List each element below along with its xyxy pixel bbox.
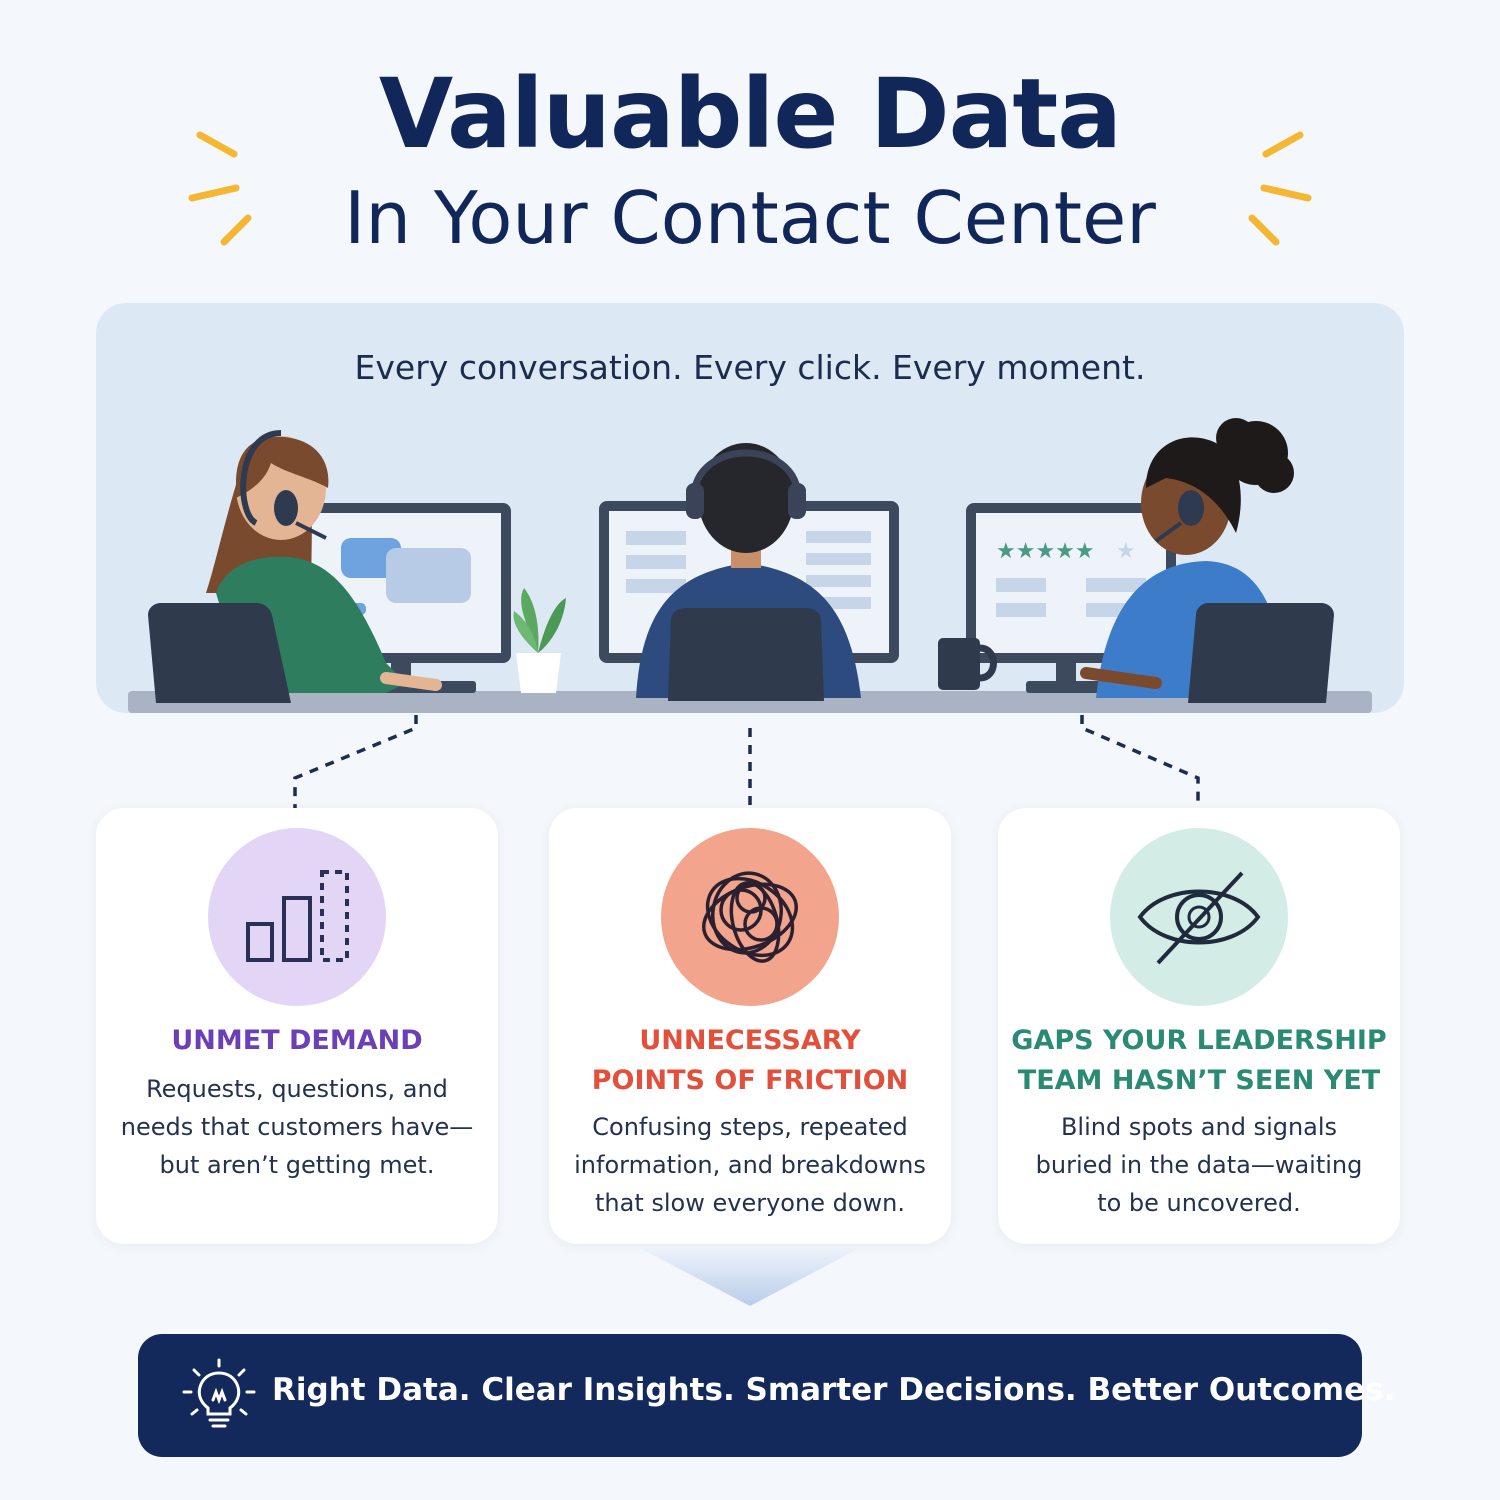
card-body-line: that slow everyone down. <box>595 1189 905 1217</box>
agents-illustration: ★★★★★ ★ <box>128 418 1372 713</box>
dashed-connectors <box>293 715 1200 808</box>
down-arrow-icon <box>640 1248 860 1306</box>
spark-lines-left-icon <box>188 131 252 246</box>
svg-text:★★★★★: ★★★★★ <box>996 539 1095 564</box>
card-unmet-demand: UNMET DEMAND Requests, questions, and ne… <box>96 808 498 1244</box>
banner-text: Right Data. Clear Insights. Smarter Deci… <box>272 1372 1396 1408</box>
agent-middle <box>599 443 899 701</box>
card-title: UNNECESSARY POINTS OF FRICTION <box>591 1025 909 1096</box>
tangle-icon <box>661 828 839 1006</box>
card-leadership-gaps: GAPS YOUR LEADERSHIP TEAM HASN’T SEEN YE… <box>998 808 1400 1244</box>
card-title: GAPS YOUR LEADERSHIP TEAM HASN’T SEEN YE… <box>1011 1025 1387 1096</box>
card-points-of-friction: UNNECESSARY POINTS OF FRICTION Confusing… <box>549 808 951 1244</box>
card-body-line: buried in the data—waiting <box>1035 1151 1363 1179</box>
card-body-line: needs that customers have— <box>120 1113 474 1141</box>
card-body-line: to be uncovered. <box>1097 1189 1301 1217</box>
agent-right: ★★★★★ ★ <box>938 418 1334 703</box>
page-subtitle: In Your Contact Center <box>344 176 1156 260</box>
lightbulb-icon <box>182 1358 256 1428</box>
eye-slash-icon <box>1110 828 1288 1006</box>
bottom-banner: Right Data. Clear Insights. Smarter Deci… <box>138 1334 1396 1457</box>
card-body-line: Confusing steps, repeated <box>592 1113 908 1141</box>
bar-chart-icon <box>208 828 386 1006</box>
spark-lines-right-icon <box>1248 131 1312 246</box>
card-body-line: Blind spots and signals <box>1060 1113 1338 1141</box>
card-title: UNMET DEMAND <box>171 1025 423 1056</box>
svg-text:★: ★ <box>1116 539 1136 564</box>
card-body-line: but aren’t getting met. <box>159 1151 435 1179</box>
card-body-line: Requests, questions, and <box>146 1075 448 1103</box>
scene-tagline: Every conversation. Every click. Every m… <box>354 348 1146 387</box>
agent-left <box>148 430 566 703</box>
card-body-line: information, and breakdowns <box>574 1151 926 1179</box>
page-title: Valuable Data <box>378 58 1122 170</box>
